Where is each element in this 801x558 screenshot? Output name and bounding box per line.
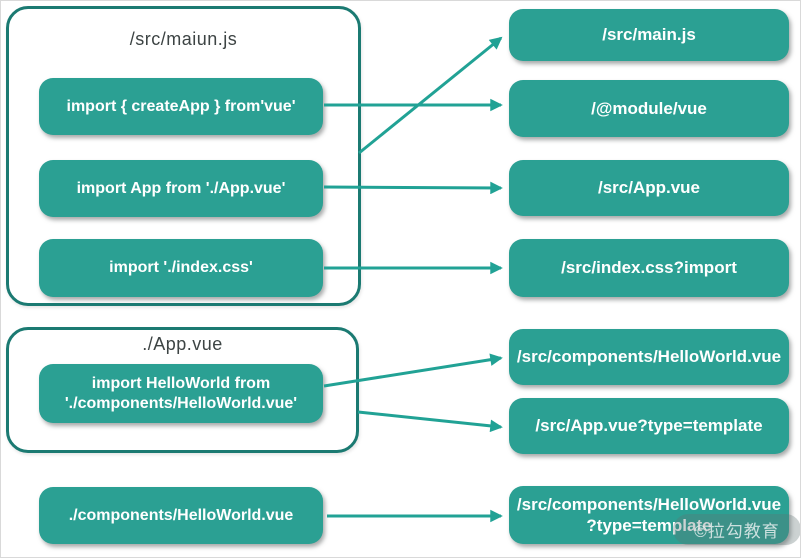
resolved-box-helloworld-vue: /src/components/HelloWorld.vue — [509, 329, 789, 385]
import-statement-helloworld: import HelloWorld from './components/Hel… — [39, 364, 323, 423]
import-statement-index-css: import './index.css' — [39, 239, 323, 297]
resolved-box-app-vue-template: /src/App.vue?type=template — [509, 398, 789, 454]
resolved-box-index-css-import: /src/index.css?import — [509, 239, 789, 297]
watermark-badge: ©拉勾教育 — [673, 514, 800, 545]
arrow-main-js — [358, 36, 503, 155]
source-file-title-app-vue: ./App.vue — [142, 334, 223, 354]
source-file-title-main-js: /src/maiun.js — [129, 29, 238, 49]
import-statement-createapp: import { createApp } from'vue' — [39, 78, 323, 135]
arrow-app-template — [357, 410, 503, 433]
source-box-helloworld-vue: ./components/HelloWorld.vue — [39, 487, 323, 544]
resolved-box-module-vue: /@module/vue — [509, 80, 789, 137]
resolved-box-main-js: /src/main.js — [509, 9, 789, 61]
import-statement-app: import App from './App.vue' — [39, 160, 323, 217]
resolved-box-helloworld-template: /src/components/HelloWorld.vue ?type=tem… — [509, 486, 789, 544]
resolved-box-src-app-vue: /src/App.vue — [509, 160, 789, 216]
